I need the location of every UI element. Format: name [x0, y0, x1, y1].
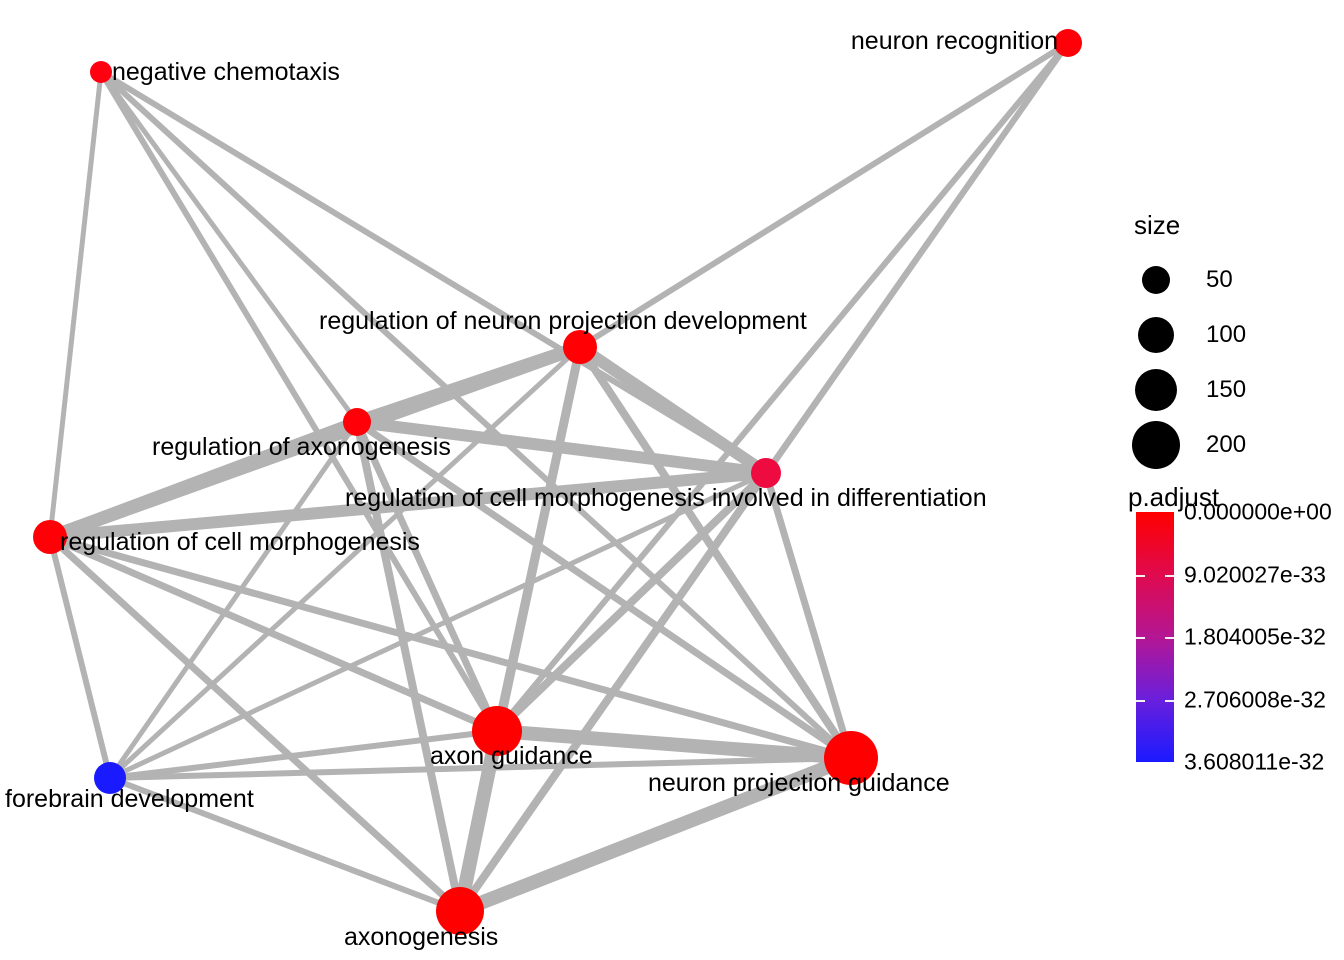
network-node-neuron_recognition[interactable]	[1054, 29, 1082, 57]
size-legend-dot	[1142, 266, 1170, 294]
colorbar-tick	[1165, 700, 1174, 702]
colorbar-tick	[1136, 700, 1145, 702]
size-legend-item: 200	[1128, 417, 1344, 473]
network-edge	[497, 43, 1068, 731]
colorbar-tick	[1165, 575, 1174, 577]
size-legend-item: 50	[1128, 252, 1344, 308]
size-legend-label: 100	[1206, 321, 1246, 349]
node-label-axon_guidance: axon guidance	[430, 744, 593, 769]
colorbar-tick-label: 1.804005e-32	[1184, 624, 1326, 651]
node-label-axonogenesis: axonogenesis	[344, 925, 498, 950]
colorbar-tick-label: 0.000000e+00	[1184, 499, 1332, 526]
size-legend-title: size	[1134, 210, 1180, 241]
size-legend-label: 50	[1206, 266, 1233, 294]
colorbar-tick	[1136, 575, 1145, 577]
node-label-forebrain_development: forebrain development	[5, 787, 254, 812]
network-node-regulation_of_neuron_projection_development[interactable]	[563, 330, 597, 364]
network-edge	[101, 72, 357, 422]
size-legend-item: 150	[1128, 362, 1344, 418]
network-edge	[580, 43, 1068, 347]
size-legend-label: 150	[1206, 376, 1246, 404]
network-node-regulation_of_axonogenesis[interactable]	[343, 408, 371, 436]
node-label-neuron_recognition: neuron recognition	[0, 29, 1058, 54]
colorbar-tick-label: 3.608011e-32	[1184, 749, 1324, 776]
padjust-colorbar-wrap: 0.000000e+009.020027e-331.804005e-322.70…	[1136, 512, 1344, 762]
colorbar-tick-label: 2.706008e-32	[1184, 686, 1326, 713]
size-legend-item: 100	[1128, 307, 1344, 363]
node-label-neuron_projection_guidance: neuron projection guidance	[648, 771, 950, 796]
node-label-regulation_of_axonogenesis: regulation of axonogenesis	[152, 435, 451, 460]
plot-legend: size 50100150200 p.adjust 0.000000e+009.…	[1128, 200, 1344, 780]
node-label-regulation_of_cell_morphogenesis: regulation of cell morphogenesis	[60, 530, 420, 555]
size-legend-label: 200	[1206, 431, 1246, 459]
network-edge	[101, 72, 766, 473]
node-label-negative_chemotaxis: negative chemotaxis	[112, 60, 340, 85]
size-legend-dot	[1132, 421, 1180, 469]
colorbar-tick	[1165, 637, 1174, 639]
colorbar-tick	[1136, 637, 1145, 639]
node-label-regulation_of_cell_morphogenesis_involved_in_differentiation: regulation of cell morphogenesis involve…	[345, 486, 987, 511]
network-node-negative_chemotaxis[interactable]	[90, 61, 112, 83]
size-legend-dot	[1135, 369, 1177, 411]
colorbar-tick-label: 9.020027e-33	[1184, 561, 1326, 588]
size-legend-dot	[1138, 317, 1174, 353]
node-label-regulation_of_neuron_projection_development: regulation of neuron projection developm…	[319, 309, 807, 334]
network-edge	[50, 72, 101, 537]
network-edge	[50, 537, 110, 778]
